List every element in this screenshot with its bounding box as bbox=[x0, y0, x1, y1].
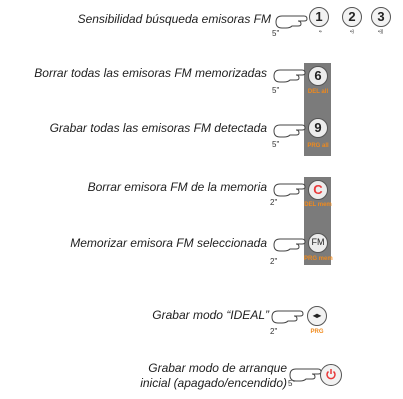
pointing-hand-icon bbox=[273, 124, 306, 138]
fm-sensitivity-label: Sensibilidad búsqueda emisoras FM bbox=[77, 12, 271, 26]
button-9[interactable]: 9 bbox=[308, 118, 328, 138]
ideal-button[interactable]: ◂▸ bbox=[307, 306, 327, 326]
radio-waves-icon: •›) bbox=[350, 29, 354, 35]
delete-one-label: Borrar emisora FM de la memoria bbox=[87, 180, 267, 194]
save-all-label: Grabar todas las emisoras FM detectada bbox=[49, 121, 267, 135]
del-all-caption: DEL all bbox=[307, 89, 329, 95]
radio-waves-icon: •›)) bbox=[378, 29, 383, 35]
double-arrow-icon: ◂▸ bbox=[312, 311, 322, 320]
button-6[interactable]: 6 bbox=[308, 66, 328, 86]
del-mem-caption: DEL mem bbox=[304, 202, 332, 208]
button-fm[interactable]: FM bbox=[308, 233, 328, 253]
prg-all-caption: PRG all bbox=[307, 143, 329, 149]
memorize-time: 2" bbox=[270, 257, 278, 266]
sensitivity-2-button[interactable]: 2 bbox=[342, 7, 362, 27]
delete-all-time: 5" bbox=[272, 86, 280, 95]
fm-sensitivity-time: 5" bbox=[272, 29, 280, 38]
startup-mode-label-1: Grabar modo de arranque bbox=[148, 361, 287, 375]
delete-all-label: Borrar todas las emisoras FM memorizadas bbox=[34, 66, 267, 80]
memorize-label: Memorizar emisora FM seleccionada bbox=[70, 236, 267, 250]
sensitivity-1-button[interactable]: 1 bbox=[309, 7, 329, 27]
startup-mode-label-2: inicial (apagado/encendido) bbox=[140, 376, 287, 390]
pointing-hand-icon bbox=[271, 310, 304, 324]
startup-mode-time: 5" bbox=[288, 379, 296, 388]
prg-mem-caption: PRG mem bbox=[304, 256, 333, 262]
prg-caption: PRG bbox=[310, 329, 324, 335]
pointing-hand-icon bbox=[273, 238, 306, 252]
power-button[interactable] bbox=[320, 364, 342, 386]
ideal-mode-time: 2" bbox=[270, 327, 278, 336]
save-all-time: 5" bbox=[272, 140, 280, 149]
power-icon bbox=[326, 369, 336, 380]
pointing-hand-icon bbox=[273, 69, 306, 83]
ideal-mode-label: Grabar modo “IDEAL” bbox=[152, 308, 269, 322]
button-c[interactable]: C bbox=[308, 180, 328, 200]
sensitivity-3-button[interactable]: 3 bbox=[371, 7, 391, 27]
pointing-hand-icon bbox=[273, 183, 306, 197]
pointing-hand-icon bbox=[275, 15, 308, 29]
delete-one-time: 2" bbox=[270, 198, 278, 207]
radio-waves-icon: •› bbox=[319, 29, 322, 35]
